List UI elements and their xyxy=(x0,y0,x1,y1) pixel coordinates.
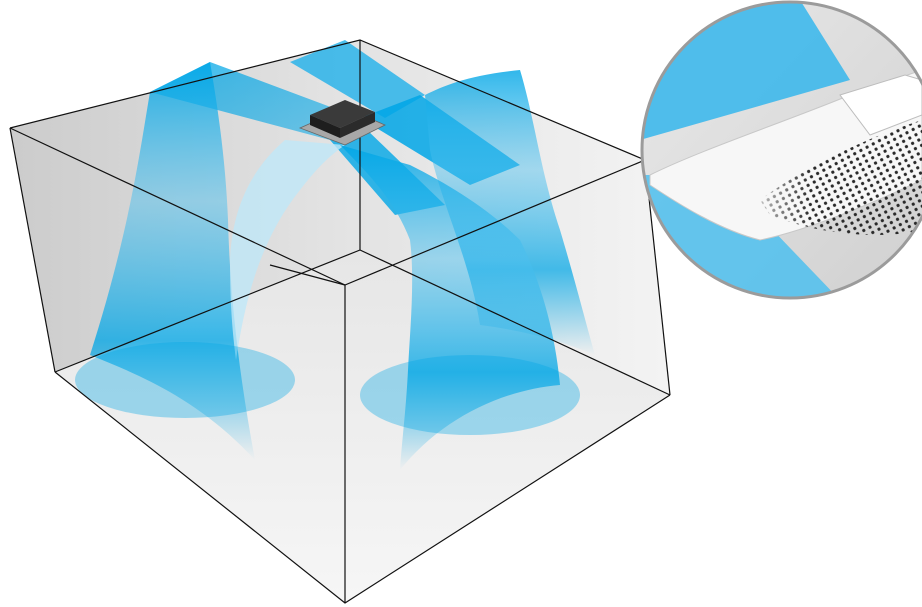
detail-magnifier xyxy=(640,0,922,300)
airflow-floor-pool-left xyxy=(75,342,295,418)
airflow-floor-pool-front xyxy=(360,355,580,435)
